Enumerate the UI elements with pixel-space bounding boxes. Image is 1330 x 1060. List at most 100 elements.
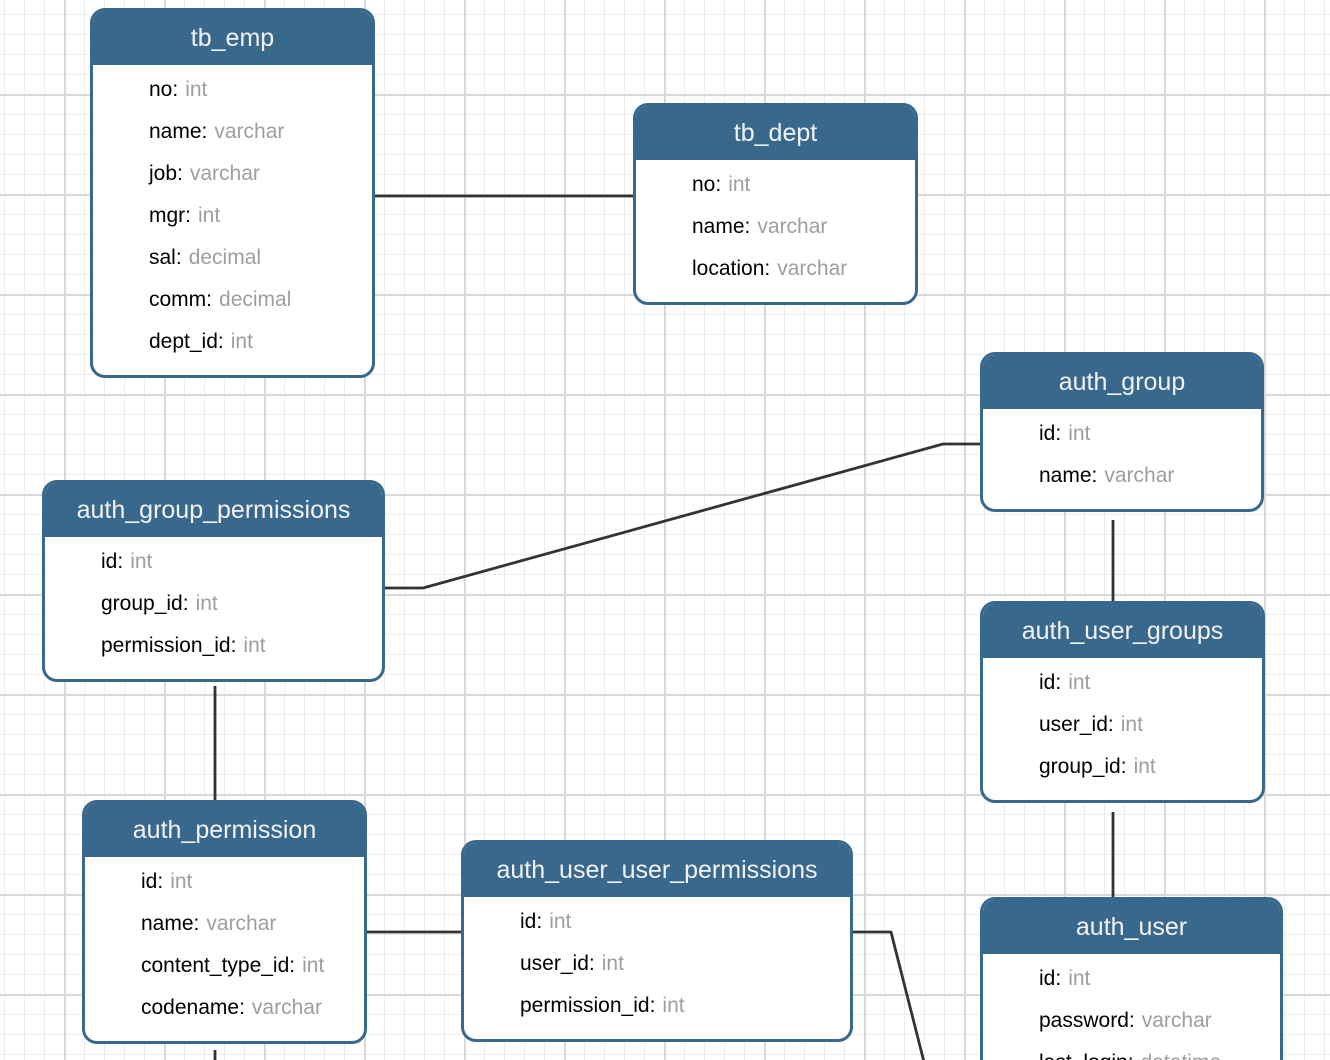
field-type: varchar bbox=[251, 996, 322, 1019]
field-type: int bbox=[230, 330, 253, 353]
table-node-auth_user[interactable]: auth_user idint password varchar last_log… bbox=[980, 897, 1283, 1060]
field-type: int bbox=[601, 952, 624, 975]
field-name: name bbox=[149, 120, 207, 144]
field-name: comm bbox=[149, 288, 212, 312]
field-row: namevarchar bbox=[1039, 455, 1253, 497]
table-fields: idint user_idint group_idint bbox=[983, 658, 1262, 800]
field-name: last_login bbox=[1039, 1051, 1134, 1060]
table-node-auth_group_permissions[interactable]: auth_group_permissions idint group_idint… bbox=[42, 480, 385, 682]
field-type: decimal bbox=[188, 246, 262, 269]
field-type: int bbox=[170, 870, 193, 893]
field-type: datetime bbox=[1141, 1051, 1222, 1060]
table-node-auth_group[interactable]: auth_group idint namevarchar bbox=[980, 352, 1264, 512]
table-header[interactable]: tb_dept bbox=[636, 106, 915, 160]
field-row: location varchar bbox=[692, 248, 907, 290]
field-type: int bbox=[549, 910, 572, 933]
field-row: group_id int bbox=[1039, 746, 1254, 788]
field-name: id bbox=[1039, 671, 1061, 695]
field-name: permission_id bbox=[520, 994, 655, 1018]
connector-auth_user_user_permissions-to-offscreen-bottom[interactable] bbox=[852, 930, 925, 1060]
table-title: auth_group bbox=[1058, 368, 1186, 396]
field-name: user_id bbox=[1039, 713, 1114, 737]
field-row: comm decimal bbox=[149, 279, 364, 321]
field-row: permission_id int bbox=[101, 625, 374, 667]
field-row: user_id int bbox=[1039, 704, 1254, 746]
table-header[interactable]: auth_permission bbox=[85, 803, 364, 857]
field-row: idint bbox=[1039, 413, 1253, 455]
field-name: sal bbox=[149, 246, 182, 270]
table-node-auth_user_user_permissions[interactable]: auth_user_user_permissions idint user_id… bbox=[461, 840, 853, 1042]
field-row: idint bbox=[520, 901, 842, 943]
field-type: decimal bbox=[219, 288, 292, 311]
field-name: name bbox=[692, 215, 750, 239]
field-row: namevarchar bbox=[141, 903, 356, 945]
field-type: int bbox=[185, 78, 208, 101]
field-row: password varchar bbox=[1039, 1000, 1272, 1042]
field-type: varchar bbox=[189, 162, 260, 185]
field-type: int bbox=[1068, 671, 1091, 694]
connector-auth_group_permissions-to-auth_group[interactable] bbox=[385, 442, 980, 590]
field-name: name bbox=[1039, 464, 1097, 488]
field-row: permission_id int bbox=[520, 985, 842, 1027]
field-name: group_id bbox=[1039, 755, 1127, 779]
table-header[interactable]: auth_group_permissions bbox=[45, 483, 382, 537]
table-header[interactable]: auth_user bbox=[983, 900, 1280, 954]
table-header[interactable]: auth_user_user_permissions bbox=[464, 843, 850, 897]
field-row: content_type_idint bbox=[141, 945, 356, 987]
field-type: int bbox=[1068, 967, 1091, 990]
field-name: name bbox=[141, 912, 199, 936]
field-row: idint bbox=[141, 861, 356, 903]
field-name: permission_id bbox=[101, 634, 236, 658]
table-node-auth_permission[interactable]: auth_permission idint namevarchar conten… bbox=[82, 800, 367, 1044]
field-type: int bbox=[243, 634, 266, 657]
field-name: user_id bbox=[520, 952, 595, 976]
field-type: varchar bbox=[214, 120, 285, 143]
table-node-tb_dept[interactable]: tb_dept noint namevarchar location varcha… bbox=[633, 103, 918, 305]
table-fields: idint namevarchar content_type_idint cod… bbox=[85, 857, 364, 1041]
table-title: tb_dept bbox=[733, 119, 818, 147]
field-name: id bbox=[1039, 422, 1061, 446]
field-row: name varchar bbox=[149, 111, 364, 153]
field-type: int bbox=[195, 592, 218, 615]
field-type: int bbox=[130, 550, 153, 573]
field-name: password bbox=[1039, 1009, 1135, 1033]
field-name: mgr bbox=[149, 204, 191, 228]
field-name: codename bbox=[141, 996, 245, 1020]
table-fields: idint password varchar last_login datetime bbox=[983, 954, 1280, 1060]
table-header[interactable]: auth_group bbox=[983, 355, 1261, 409]
field-row: namevarchar bbox=[692, 206, 907, 248]
field-row: codename varchar bbox=[141, 987, 356, 1029]
field-row: last_login datetime bbox=[1039, 1042, 1272, 1060]
field-type: varchar bbox=[1141, 1009, 1212, 1032]
table-title: auth_user_user_permissions bbox=[496, 856, 818, 884]
field-type: varchar bbox=[777, 257, 848, 280]
field-name: location bbox=[692, 257, 770, 281]
field-name: no bbox=[692, 173, 721, 197]
table-node-auth_user_groups[interactable]: auth_user_groups idint user_idint group_… bbox=[980, 601, 1265, 803]
table-title: auth_user_groups bbox=[1021, 617, 1224, 645]
field-row: idint bbox=[1039, 662, 1254, 704]
table-fields: noint namevarchar jobvarchar mgrint sald… bbox=[93, 65, 372, 375]
table-title: tb_emp bbox=[190, 24, 275, 52]
field-name: id bbox=[141, 870, 163, 894]
table-title: auth_group_permissions bbox=[76, 496, 351, 524]
field-type: int bbox=[1120, 713, 1143, 736]
field-row: user_id int bbox=[520, 943, 842, 985]
field-name: job bbox=[149, 162, 183, 186]
field-type: int bbox=[1133, 755, 1156, 778]
field-row: idint bbox=[101, 541, 374, 583]
field-row: sal decimal bbox=[149, 237, 364, 279]
table-header[interactable]: tb_emp bbox=[93, 11, 372, 65]
field-name: dept_id bbox=[149, 330, 224, 354]
field-type: int bbox=[662, 994, 685, 1017]
field-type: int bbox=[302, 954, 325, 977]
field-row: job varchar bbox=[149, 153, 364, 195]
field-row: noint bbox=[692, 164, 907, 206]
field-name: id bbox=[1039, 967, 1061, 991]
field-row: idint bbox=[1039, 958, 1272, 1000]
field-name: group_id bbox=[101, 592, 189, 616]
table-header[interactable]: auth_user_groups bbox=[983, 604, 1262, 658]
table-node-tb_emp[interactable]: tb_emp noint namevarchar jobvarchar mgri… bbox=[90, 8, 375, 378]
table-fields: idint group_idint permission_idint bbox=[45, 537, 382, 679]
